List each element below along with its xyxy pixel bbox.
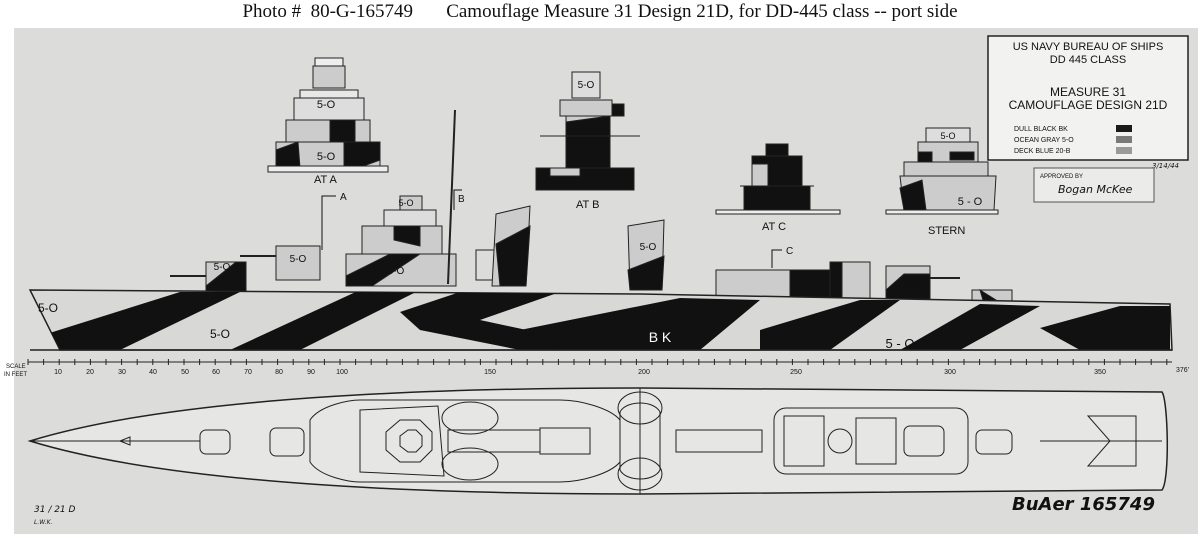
- marker-b: B: [458, 194, 465, 205]
- scale-tick-30: 30: [118, 369, 126, 376]
- scale-tick-60: 60: [212, 369, 220, 376]
- photo-caption: Photo # 80-G-165749 Camouflage Measure 3…: [242, 1, 958, 22]
- scale-tick-350: 350: [1094, 369, 1106, 376]
- design-note-line-1: 31 / 21 D: [34, 505, 76, 515]
- section-a-code-lower: 5-O: [317, 151, 336, 163]
- title-line-1: US NAVY BUREAU OF SHIPS: [1013, 41, 1164, 53]
- marker-c: C: [786, 246, 793, 257]
- approval-stamp-text: APPROVED BY: [1040, 174, 1083, 180]
- section-c-label: AT C: [762, 221, 786, 233]
- section-b-label: AT B: [576, 199, 599, 211]
- section-markers: [321, 189, 782, 268]
- scale-tick-50: 50: [181, 369, 189, 376]
- scale-tick-40: 40: [149, 369, 157, 376]
- section-a-label: AT A: [314, 174, 337, 186]
- stern-code-upper: 5-O: [940, 131, 955, 141]
- scale-label-2: IN FEET: [4, 372, 27, 378]
- stack-code: 5-O: [640, 242, 657, 253]
- scale-tick-200: 200: [638, 369, 650, 376]
- marker-a: A: [340, 192, 347, 203]
- hull-code-aft: 5 - O: [886, 336, 915, 351]
- date-note: 3/14/44: [1152, 162, 1179, 170]
- scale-bar: SCALE IN FEET 10 20 30 40 50 60 70 80 90…: [4, 359, 1189, 378]
- section-a-code-upper: 5-O: [317, 99, 336, 111]
- title-line-3: MEASURE 31: [1050, 85, 1126, 99]
- scale-tick-300: 300: [944, 369, 956, 376]
- legend-label-black: DULL BLACK BK: [1014, 126, 1068, 133]
- scale-tick-90: 90: [307, 369, 315, 376]
- plan-view: [27, 387, 1169, 495]
- scale-tick-250: 250: [790, 369, 802, 376]
- section-b-code: 5-O: [578, 80, 595, 91]
- approval-stamp: APPROVED BY Bogan McKee: [1033, 167, 1155, 203]
- ship-profile: [28, 109, 1173, 351]
- approval-signature: Bogan McKee: [1058, 183, 1133, 196]
- scale-end-label: 376': [1176, 367, 1189, 374]
- scale-tick-150: 150: [484, 369, 496, 376]
- hull-paint-codes: 5-O 5-O 5-O 5-O 5-O 5-O 5-O 5-O 5-O B K …: [38, 198, 921, 351]
- scale-tick-10: 10: [54, 369, 62, 376]
- gun-1-code: 5-O: [214, 262, 231, 273]
- legend-label-blue: DECK BLUE 20-B: [1014, 148, 1071, 155]
- bridge-code: 5-O: [388, 266, 405, 277]
- after-house-code: 5-O: [858, 310, 875, 321]
- title-line-4: CAMOUFLAGE DESIGN 21D: [1009, 98, 1168, 112]
- color-legend: DULL BLACK BK OCEAN GRAY 5-O DECK BLUE 2…: [1014, 125, 1132, 155]
- section-at-b: 5-O: [535, 71, 640, 191]
- legend-swatch-blue: [1116, 147, 1132, 154]
- legend-swatch-gray: [1116, 136, 1132, 143]
- title-line-2: DD 445 CLASS: [1050, 54, 1126, 66]
- stern-code-lower: 5 - O: [958, 196, 983, 208]
- director-code: 5-O: [398, 198, 413, 208]
- gun-3-code: 5-O: [904, 278, 921, 289]
- gun-2-code: 5-O: [290, 254, 307, 265]
- scale-tick-80: 80: [275, 369, 283, 376]
- section-stern-label: STERN: [928, 225, 965, 237]
- design-note-line-2: L.W.K.: [34, 519, 53, 526]
- section-stern: 5-O 5 - O: [885, 127, 999, 215]
- buaer-number: BuAer 165749: [1012, 494, 1155, 515]
- legend-swatch-black: [1116, 125, 1132, 132]
- section-at-c: [715, 143, 841, 215]
- title-block: US NAVY BUREAU OF SHIPS DD 445 CLASS MEA…: [987, 35, 1189, 161]
- hull-code-forward: 5-O: [210, 327, 230, 341]
- hull-code-mid: 5-O: [475, 325, 494, 337]
- legend-label-gray: OCEAN GRAY 5-O: [1014, 137, 1074, 144]
- scale-tick-20: 20: [86, 369, 94, 376]
- scale-label-1: SCALE: [6, 364, 26, 370]
- bow-code: 5-O: [38, 301, 58, 315]
- hull-code-black: B K: [649, 329, 672, 345]
- section-at-a: 5-O 5-O: [267, 57, 389, 173]
- scale-tick-100: 100: [336, 369, 348, 376]
- scale-tick-70: 70: [244, 369, 252, 376]
